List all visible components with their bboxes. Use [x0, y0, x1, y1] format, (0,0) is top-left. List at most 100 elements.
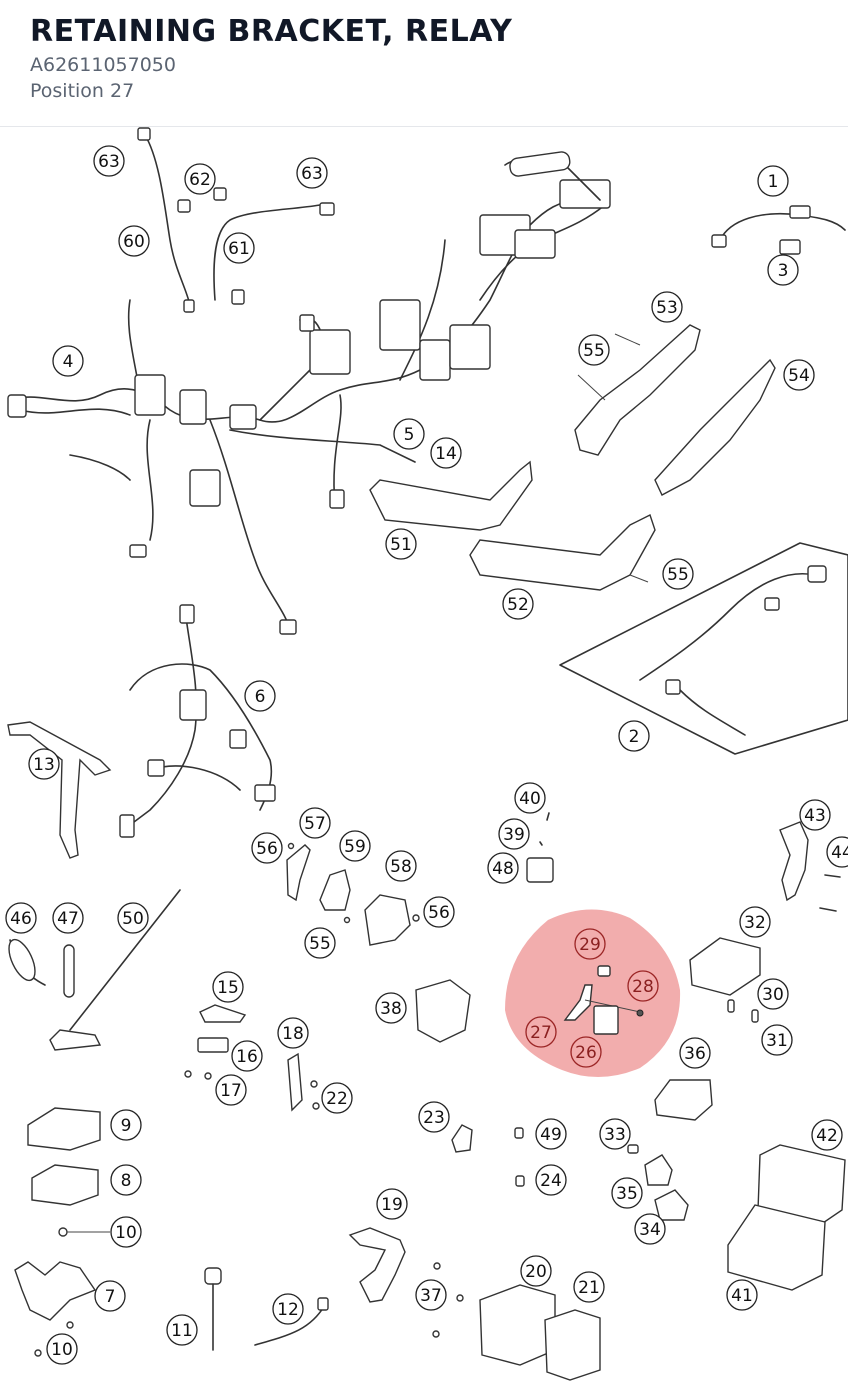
callout-number: 43	[804, 806, 826, 826]
callout-circle	[525, 1016, 557, 1048]
callout-11: 11	[166, 1314, 198, 1346]
callout-number: 23	[423, 1108, 445, 1128]
callout-29: 29	[574, 928, 606, 960]
callout-52: 52	[502, 588, 534, 620]
callout-circle	[376, 1188, 408, 1220]
callout-51: 51	[385, 528, 417, 560]
callout-number: 3	[778, 261, 789, 281]
callout-46: 46	[5, 902, 37, 934]
callout-43: 43	[799, 799, 831, 831]
callout-circle	[739, 906, 771, 938]
callout-number: 24	[540, 1171, 562, 1191]
callout-36: 36	[679, 1037, 711, 1069]
callout-20: 20	[520, 1255, 552, 1287]
callout-circle	[423, 896, 455, 928]
callout-39: 39	[498, 818, 530, 850]
callout-number: 1	[768, 172, 779, 192]
callout-number: 51	[390, 535, 412, 555]
callout-1: 1	[757, 165, 789, 197]
callout-number: 56	[256, 839, 278, 859]
callout-number: 49	[540, 1125, 562, 1145]
callout-circle	[487, 852, 519, 884]
part-number: A62611057050	[30, 54, 176, 76]
callout-circle	[5, 902, 37, 934]
callout-number: 15	[217, 978, 239, 998]
part-drawings	[7, 127, 848, 1381]
callout-number: 19	[381, 1195, 403, 1215]
callout-62: 62	[184, 163, 216, 195]
callout-30: 30	[757, 978, 789, 1010]
callout-13: 13	[28, 748, 60, 780]
callout-circle	[415, 1279, 447, 1311]
callout-circle	[212, 971, 244, 1003]
callout-number: 55	[309, 934, 331, 954]
callout-58: 58	[385, 850, 417, 882]
callout-circle	[498, 818, 530, 850]
callout-number: 38	[380, 999, 402, 1019]
callout-number: 33	[604, 1125, 626, 1145]
callout-31: 31	[761, 1024, 793, 1056]
callout-circle	[573, 1271, 605, 1303]
callout-circle	[811, 1119, 843, 1151]
callout-number: 39	[503, 825, 525, 845]
callout-circle	[430, 437, 462, 469]
callout-6: 6	[244, 680, 276, 712]
callout-42: 42	[811, 1119, 843, 1151]
callout-circle	[52, 902, 84, 934]
callout-4: 4	[52, 345, 84, 377]
callout-number: 13	[33, 755, 55, 775]
callout-circle	[651, 291, 683, 323]
callout-circle	[618, 720, 650, 752]
callout-28: 28	[627, 970, 659, 1002]
callout-circle	[761, 1024, 793, 1056]
callout-38: 38	[375, 992, 407, 1024]
callout-63: 63	[93, 145, 125, 177]
callout-circle	[94, 1280, 126, 1312]
callout-number: 12	[277, 1300, 299, 1320]
callout-circle	[757, 165, 789, 197]
callout-circle	[110, 1164, 142, 1196]
callout-8: 8	[110, 1164, 142, 1196]
callout-number: 63	[301, 164, 323, 184]
callout-circle	[634, 1213, 666, 1245]
callout-number: 26	[575, 1043, 597, 1063]
callout-number: 27	[530, 1023, 552, 1043]
callout-number: 22	[326, 1089, 348, 1109]
callout-number: 17	[220, 1081, 242, 1101]
callout-number: 37	[420, 1286, 442, 1306]
callout-circle	[679, 1037, 711, 1069]
callout-47: 47	[52, 902, 84, 934]
callout-circle	[251, 832, 283, 864]
callout-number: 63	[98, 152, 120, 172]
callout-circle	[339, 830, 371, 862]
callout-number: 18	[282, 1024, 304, 1044]
callout-17: 17	[215, 1074, 247, 1106]
page-title: RETAINING BRACKET, RELAY	[30, 14, 513, 49]
callout-circle	[166, 1314, 198, 1346]
callout-number: 4	[63, 352, 74, 372]
callout-circle	[184, 163, 216, 195]
callout-9: 9	[110, 1109, 142, 1141]
callout-number: 58	[390, 857, 412, 877]
callout-number: 30	[762, 985, 784, 1005]
callout-number: 53	[656, 298, 678, 318]
highlight-zone	[505, 909, 681, 1078]
callout-number: 10	[51, 1340, 73, 1360]
callout-number: 57	[304, 814, 326, 834]
callout-10: 10	[46, 1333, 78, 1365]
callout-circle	[535, 1118, 567, 1150]
callout-22: 22	[321, 1082, 353, 1114]
position-label: Position 27	[30, 80, 135, 102]
callout-number: 32	[744, 913, 766, 933]
callout-number: 36	[684, 1044, 706, 1064]
callout-circle	[757, 978, 789, 1010]
callout-32: 32	[739, 906, 771, 938]
callout-number: 48	[492, 859, 514, 879]
callout-number: 28	[632, 977, 654, 997]
callout-number: 16	[236, 1047, 258, 1067]
callout-number: 10	[115, 1223, 137, 1243]
callout-2: 2	[618, 720, 650, 752]
callout-circle	[321, 1082, 353, 1114]
callout-circle	[299, 807, 331, 839]
